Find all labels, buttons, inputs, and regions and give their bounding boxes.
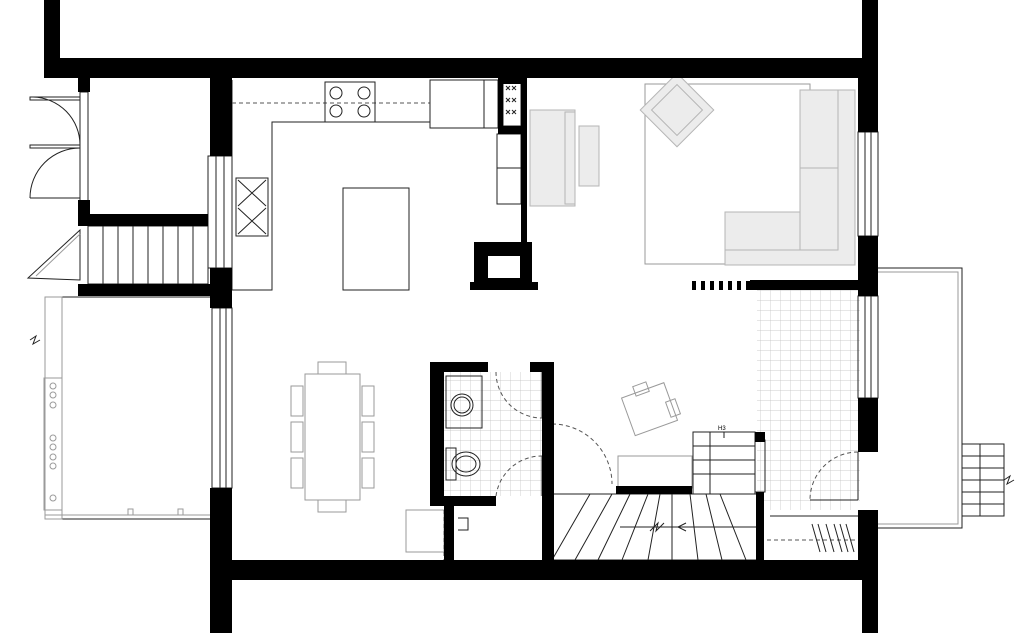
shoe-rack <box>770 515 858 553</box>
kitchen-door-swing <box>551 423 613 485</box>
right-balcony <box>878 267 1015 529</box>
wine-rack <box>502 79 522 127</box>
left-annex <box>26 96 213 520</box>
tall-cabinet <box>496 133 522 205</box>
window-right-upper <box>857 131 879 237</box>
balcony-steps <box>961 443 1005 517</box>
annex-stair <box>87 225 209 285</box>
toilet <box>445 447 481 481</box>
fireplace <box>470 242 538 290</box>
washbasin <box>450 393 474 417</box>
kitchen-island <box>342 187 410 291</box>
dining-set <box>290 361 375 513</box>
left-storage-doors <box>29 96 81 199</box>
storage-box <box>405 509 445 553</box>
step-wedge <box>26 228 81 281</box>
living-area <box>470 72 856 290</box>
tiled-floors <box>444 290 860 510</box>
stair-label: H3 <box>718 426 726 432</box>
window-left-lower <box>211 307 233 489</box>
piano <box>529 109 600 207</box>
wall-vent-dashes <box>692 281 750 290</box>
window-left-upper <box>207 155 233 269</box>
walls <box>44 0 878 633</box>
bathroom-tile-floor <box>444 372 542 496</box>
cooktop <box>324 81 376 123</box>
desk <box>620 381 682 437</box>
break-line-right <box>1003 474 1015 486</box>
fridge <box>429 79 499 129</box>
washbasin-counter <box>445 375 483 429</box>
terrace-outline <box>61 296 213 520</box>
kitchen <box>231 79 522 291</box>
corner-sofa <box>724 89 856 266</box>
terrace-planter <box>43 377 184 516</box>
entrance-door <box>809 451 859 501</box>
break-line-left <box>29 334 41 346</box>
window-right-lower <box>857 295 879 399</box>
armchair <box>639 72 715 148</box>
entrance-tile-floor <box>757 290 860 510</box>
dining-table <box>304 373 361 501</box>
sink <box>235 177 269 237</box>
sideboard <box>617 455 693 489</box>
